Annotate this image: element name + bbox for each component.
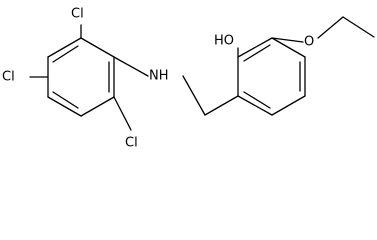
chloro-top-label: Cl [71,7,84,22]
hydroxyl-and-ethoxy-bonds [237,16,375,58]
chemical-structure-diagram: Cl Cl Cl NH HO O [2,7,375,151]
double-bond-inner [52,91,79,109]
bond [271,37,306,58]
bond [237,95,273,116]
chloro-left-label: Cl [2,70,15,85]
atom-labels: Cl Cl Cl NH HO O [2,7,314,151]
bond-nh-ch2 [182,75,206,116]
bond [237,37,273,58]
hydroxyl-label: HO [214,34,234,49]
double-bond-inner [52,45,79,63]
bond [80,96,115,117]
chloro-bottom-label: Cl [125,136,138,151]
bond [80,37,115,58]
amine-label: NH [149,69,169,84]
bond-ch2-ring [204,95,239,116]
bond [47,37,82,58]
phenol-ring [237,37,306,116]
bond-c-cl-bottom [113,96,132,131]
double-bond-inner [243,44,271,62]
substituent-bonds [29,24,239,131]
bond-ch2-ch3 [342,16,375,38]
double-bond-inner [243,91,271,109]
bond-ring-nh [113,56,149,77]
bond-c-o [271,37,304,43]
bond [47,96,82,117]
ether-oxygen-label: O [304,35,314,50]
trichlorophenyl-ring [47,37,115,117]
bond [271,95,306,116]
bond-o-ch2 [317,16,344,39]
